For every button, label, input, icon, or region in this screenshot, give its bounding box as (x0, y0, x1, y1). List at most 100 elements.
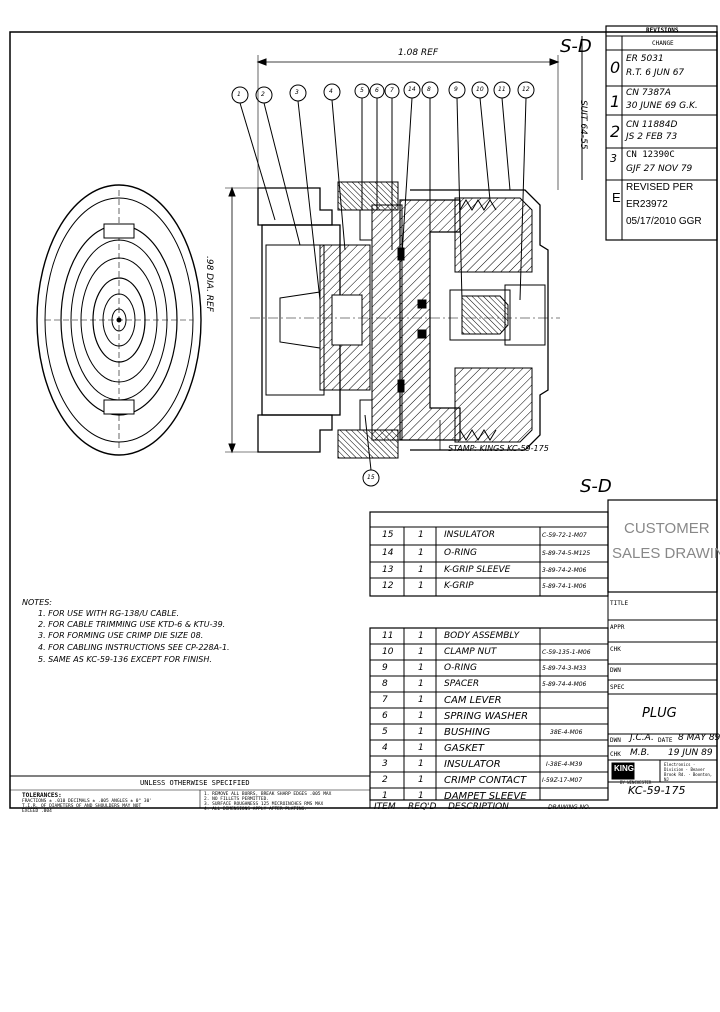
note-1: 1. FOR USE WITH RG-138/U CABLE. (38, 609, 180, 618)
bom-item: 4 (382, 743, 388, 753)
bom-desc: CLAMP NUT (444, 647, 497, 657)
bom-item: 8 (382, 679, 388, 689)
rev-e-line1: REVISED PER (626, 182, 694, 193)
bom-desc: BODY ASSEMBLY (444, 631, 520, 641)
spec-line-2: 2. NO FILLETS PERMITTED. (204, 797, 270, 802)
balloon-11: 11 (498, 86, 506, 93)
zone-marker-top: S-D (560, 36, 592, 57)
bom-desc: INSULATOR (444, 530, 496, 540)
bom-req: 1 (418, 711, 424, 721)
bom-item: 15 (382, 530, 394, 540)
bom-dwg: 5-89-74-3-M33 (542, 665, 587, 672)
bom-desc: DAMPET SLEEVE (444, 791, 527, 802)
rev-3-line1: CN 12390C (626, 150, 675, 160)
tb-label-appr: APPR (610, 624, 625, 631)
balloon-8: 8 (427, 86, 431, 93)
chk-date: 19 JUN 89 (668, 748, 713, 758)
date-value: 8 MAY 89 (678, 733, 720, 743)
tb-label-dwn: DWN (610, 667, 621, 674)
company-address: Electronics · Division · Beaver Brook Rd… (664, 762, 713, 782)
vertical-note: SUIT 64-55 (578, 100, 588, 150)
zone-marker-bottom: S-D (580, 476, 612, 497)
bom-dwg: I-38E-4-M39 (546, 761, 583, 768)
bom-desc: K-GRIP (444, 581, 474, 591)
section-view (250, 181, 560, 459)
bom-req: 1 (418, 631, 424, 641)
bom-req: 1 (418, 727, 424, 737)
balloon-3: 3 (295, 89, 299, 96)
rev-0-line2: R.T. 6 JUN 67 (626, 68, 685, 78)
balloon-1: 1 (237, 91, 241, 98)
chk-value: M.B. (630, 748, 650, 758)
rev-e-line3: 05/17/2010 GGR (626, 216, 702, 227)
rev-3-letter: 3 (610, 152, 617, 165)
spec-line-3: 3. SURFACE ROUGHNESS 125 MICROINCHES RMS… (204, 802, 324, 807)
bom-desc: SPRING WASHER (444, 711, 529, 722)
bom-desc: O-RING (444, 663, 477, 673)
dwn-label: DWN (610, 737, 621, 744)
bom-item: 2 (382, 775, 388, 785)
note-3: 3. FOR FORMING USE CRIMP DIE SIZE 08. (38, 631, 204, 640)
rev-2-line1: CN 11884D (626, 120, 678, 130)
tb-label-chk: CHK (610, 646, 621, 653)
bom-item: 14 (382, 548, 394, 558)
bom-desc: K-GRIP SLEEVE (444, 565, 511, 575)
rev-1-letter: 1 (610, 92, 621, 111)
notes-title: NOTES: (22, 598, 52, 607)
bom-desc: BUSHING (444, 727, 491, 738)
dimension-top-label: 1.08 REF (398, 48, 439, 58)
bom-desc: CAM LEVER (444, 695, 502, 706)
bom-item: 7 (382, 695, 388, 705)
chk-label: CHK (610, 751, 621, 758)
item-balloons (231, 81, 535, 487)
bom-header-item: ITEM (374, 802, 396, 812)
bom-req: 1 (418, 548, 424, 558)
bom-header-dwg: DRAWING NO. (548, 804, 591, 811)
bom-grid (9, 499, 718, 809)
tolerance-line-1: FRACTIONS ± .010 DECIMALS ± .005 ANGLES … (22, 799, 153, 804)
bom-req: 1 (418, 743, 424, 753)
bom-req: 1 (418, 791, 424, 801)
balloon-2: 2 (261, 91, 265, 98)
dimension-dia-label: .98 DIA. REF (204, 256, 214, 312)
tb-label-spec: SPEC (610, 684, 625, 691)
tolerances-label: TOLERANCES: (22, 792, 62, 799)
balloon-6: 6 (375, 87, 379, 94)
bom-item: 6 (382, 711, 388, 721)
bom-req: 1 (418, 581, 424, 591)
bom-desc: CRIMP CONTACT (444, 775, 527, 786)
bom-req: 1 (418, 759, 424, 769)
tolerance-line-3: EXCEED .004 (22, 809, 52, 814)
dimension-dia (225, 186, 258, 454)
bom-desc: INSULATOR (444, 759, 501, 770)
bom-item: 11 (382, 631, 394, 641)
rev-e-letter: E (612, 190, 621, 205)
drawing-number: KC-59-175 (628, 784, 686, 797)
balloon-12: 12 (522, 86, 530, 93)
bom-dwg: 38E-4-M06 (550, 729, 583, 736)
dimension-top (256, 55, 560, 190)
bom-req: 1 (418, 565, 424, 575)
dwn-value: J.C.A. (630, 733, 654, 743)
bom-dwg: S-89-74-5-M125 (542, 550, 591, 557)
stamp-note: STAMP: KINGS KC-59-175 (448, 444, 549, 453)
bom-item: 12 (382, 581, 394, 591)
date-label: DATE (658, 737, 673, 744)
revisions-title: REVISIONS (646, 27, 679, 34)
bom-req: 1 (418, 695, 424, 705)
rev-e-line2: ER23972 (626, 199, 668, 210)
bom-dwg: 5-89-74-1-M06 (542, 583, 587, 590)
bom-desc: GASKET (444, 743, 484, 754)
bom-desc: SPACER (444, 679, 480, 689)
rev-3-line2: GJF 27 NOV 79 (626, 164, 693, 174)
unless-title: UNLESS OTHERWISE SPECIFIED (140, 779, 250, 787)
rev-1-line2: 30 JUNE 69 G.K. (626, 101, 698, 111)
customer-line1: CUSTOMER (624, 520, 710, 537)
tb-label-title: TITLE (610, 600, 629, 607)
balloon-9: 9 (454, 86, 458, 93)
bom-req: 1 (418, 663, 424, 673)
bom-item: 9 (382, 663, 388, 673)
bom-item: 10 (382, 647, 394, 657)
balloon-15: 15 (367, 474, 375, 481)
